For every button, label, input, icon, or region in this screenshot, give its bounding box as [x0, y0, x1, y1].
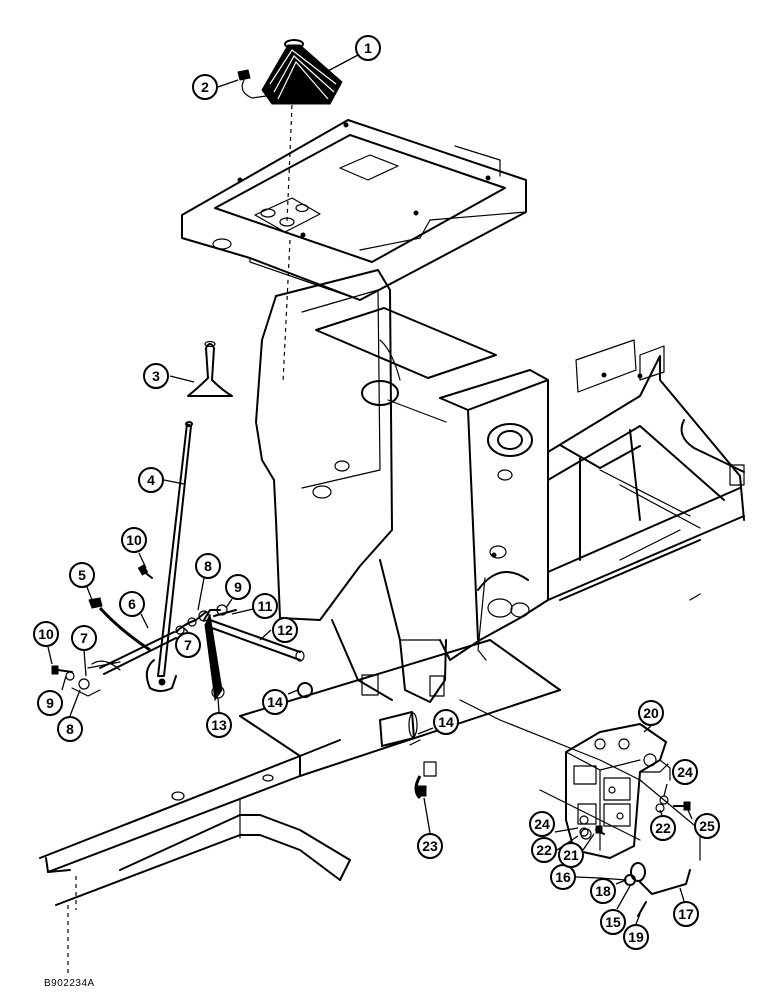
- callout-24-left: 24: [529, 811, 555, 837]
- callout-5: 5: [69, 562, 95, 588]
- callout-13: 13: [206, 712, 232, 738]
- svg-text:22: 22: [536, 842, 552, 858]
- callout-20: 20: [638, 700, 664, 726]
- svg-text:12: 12: [277, 622, 293, 638]
- callout-22-left: 22: [531, 837, 557, 863]
- boot-clamp: [237, 69, 267, 99]
- svg-text:17: 17: [678, 906, 694, 922]
- svg-text:15: 15: [605, 914, 621, 930]
- svg-text:24: 24: [534, 816, 550, 832]
- callout-9-right: 9: [225, 574, 251, 600]
- floor-plate: [181, 119, 527, 301]
- callout-6: 6: [119, 591, 145, 617]
- svg-text:13: 13: [211, 717, 227, 733]
- callout-2: 2: [192, 74, 218, 100]
- svg-text:7: 7: [80, 630, 88, 646]
- callout-3: 3: [143, 363, 169, 389]
- svg-text:6: 6: [128, 596, 136, 612]
- spring: [88, 597, 151, 652]
- callouts: 1 2 3 4 5 6 7 7 8 8 9 9 10 10 11 12 13 1…: [33, 35, 720, 950]
- svg-text:2: 2: [201, 79, 209, 95]
- svg-text:16: 16: [555, 869, 571, 885]
- svg-text:4: 4: [147, 472, 155, 488]
- svg-text:9: 9: [234, 579, 242, 595]
- svg-text:10: 10: [38, 626, 54, 642]
- svg-text:1: 1: [364, 40, 372, 56]
- callout-17: 17: [673, 901, 699, 927]
- svg-text:11: 11: [258, 598, 273, 614]
- hardware-left: [51, 661, 121, 697]
- bolt-upper: [137, 564, 153, 579]
- callout-19: 19: [623, 924, 649, 950]
- callout-14-lower: 14: [433, 709, 459, 735]
- svg-text:7: 7: [184, 637, 192, 653]
- callout-15: 15: [600, 909, 626, 935]
- svg-text:20: 20: [643, 705, 659, 721]
- svg-text:10: 10: [126, 532, 142, 548]
- centerline-knob: [282, 239, 291, 383]
- callout-22-right: 22: [650, 815, 676, 841]
- callout-9-left: 9: [37, 690, 63, 716]
- callout-21: 21: [558, 842, 584, 868]
- callout-7-left: 7: [71, 625, 97, 651]
- svg-text:14: 14: [267, 694, 283, 710]
- callout-18: 18: [590, 878, 616, 904]
- callout-23: 23: [417, 833, 443, 859]
- callout-4: 4: [138, 467, 164, 493]
- svg-text:19: 19: [628, 929, 644, 945]
- callout-11: 11: [252, 593, 278, 619]
- callout-8-left: 8: [57, 716, 83, 742]
- svg-text:24: 24: [677, 764, 693, 780]
- callout-10-left: 10: [33, 621, 59, 647]
- valve-hardware: [579, 795, 691, 837]
- svg-text:8: 8: [66, 721, 74, 737]
- callout-12: 12: [272, 617, 298, 643]
- shift-knob: [187, 340, 233, 397]
- drawing-code: B902234A: [44, 978, 95, 989]
- callout-16: 16: [550, 864, 576, 890]
- svg-text:18: 18: [595, 883, 611, 899]
- svg-text:21: 21: [563, 847, 579, 863]
- valve-linkage: [599, 862, 691, 917]
- svg-text:23: 23: [422, 838, 438, 854]
- svg-text:3: 3: [152, 368, 160, 384]
- svg-text:9: 9: [46, 695, 54, 711]
- callout-25: 25: [694, 813, 720, 839]
- callout-24-right: 24: [672, 759, 698, 785]
- svg-text:14: 14: [438, 714, 454, 730]
- pivot-arm: [203, 609, 313, 702]
- centerline-boot: [286, 104, 293, 223]
- lower-bushings: [379, 711, 437, 800]
- svg-text:5: 5: [78, 567, 86, 583]
- callout-8-right: 8: [195, 553, 221, 579]
- callout-7-right: 7: [175, 632, 201, 658]
- shift-lever: [145, 421, 193, 692]
- loader-frame: [39, 269, 745, 975]
- callout-1: 1: [355, 35, 381, 61]
- callout-10-upper: 10: [121, 527, 147, 553]
- control-valve: [565, 723, 671, 859]
- shift-boot: [261, 39, 343, 105]
- svg-text:8: 8: [204, 558, 212, 574]
- svg-text:25: 25: [699, 818, 715, 834]
- svg-text:22: 22: [655, 820, 671, 836]
- callout-14-upper: 14: [262, 689, 288, 715]
